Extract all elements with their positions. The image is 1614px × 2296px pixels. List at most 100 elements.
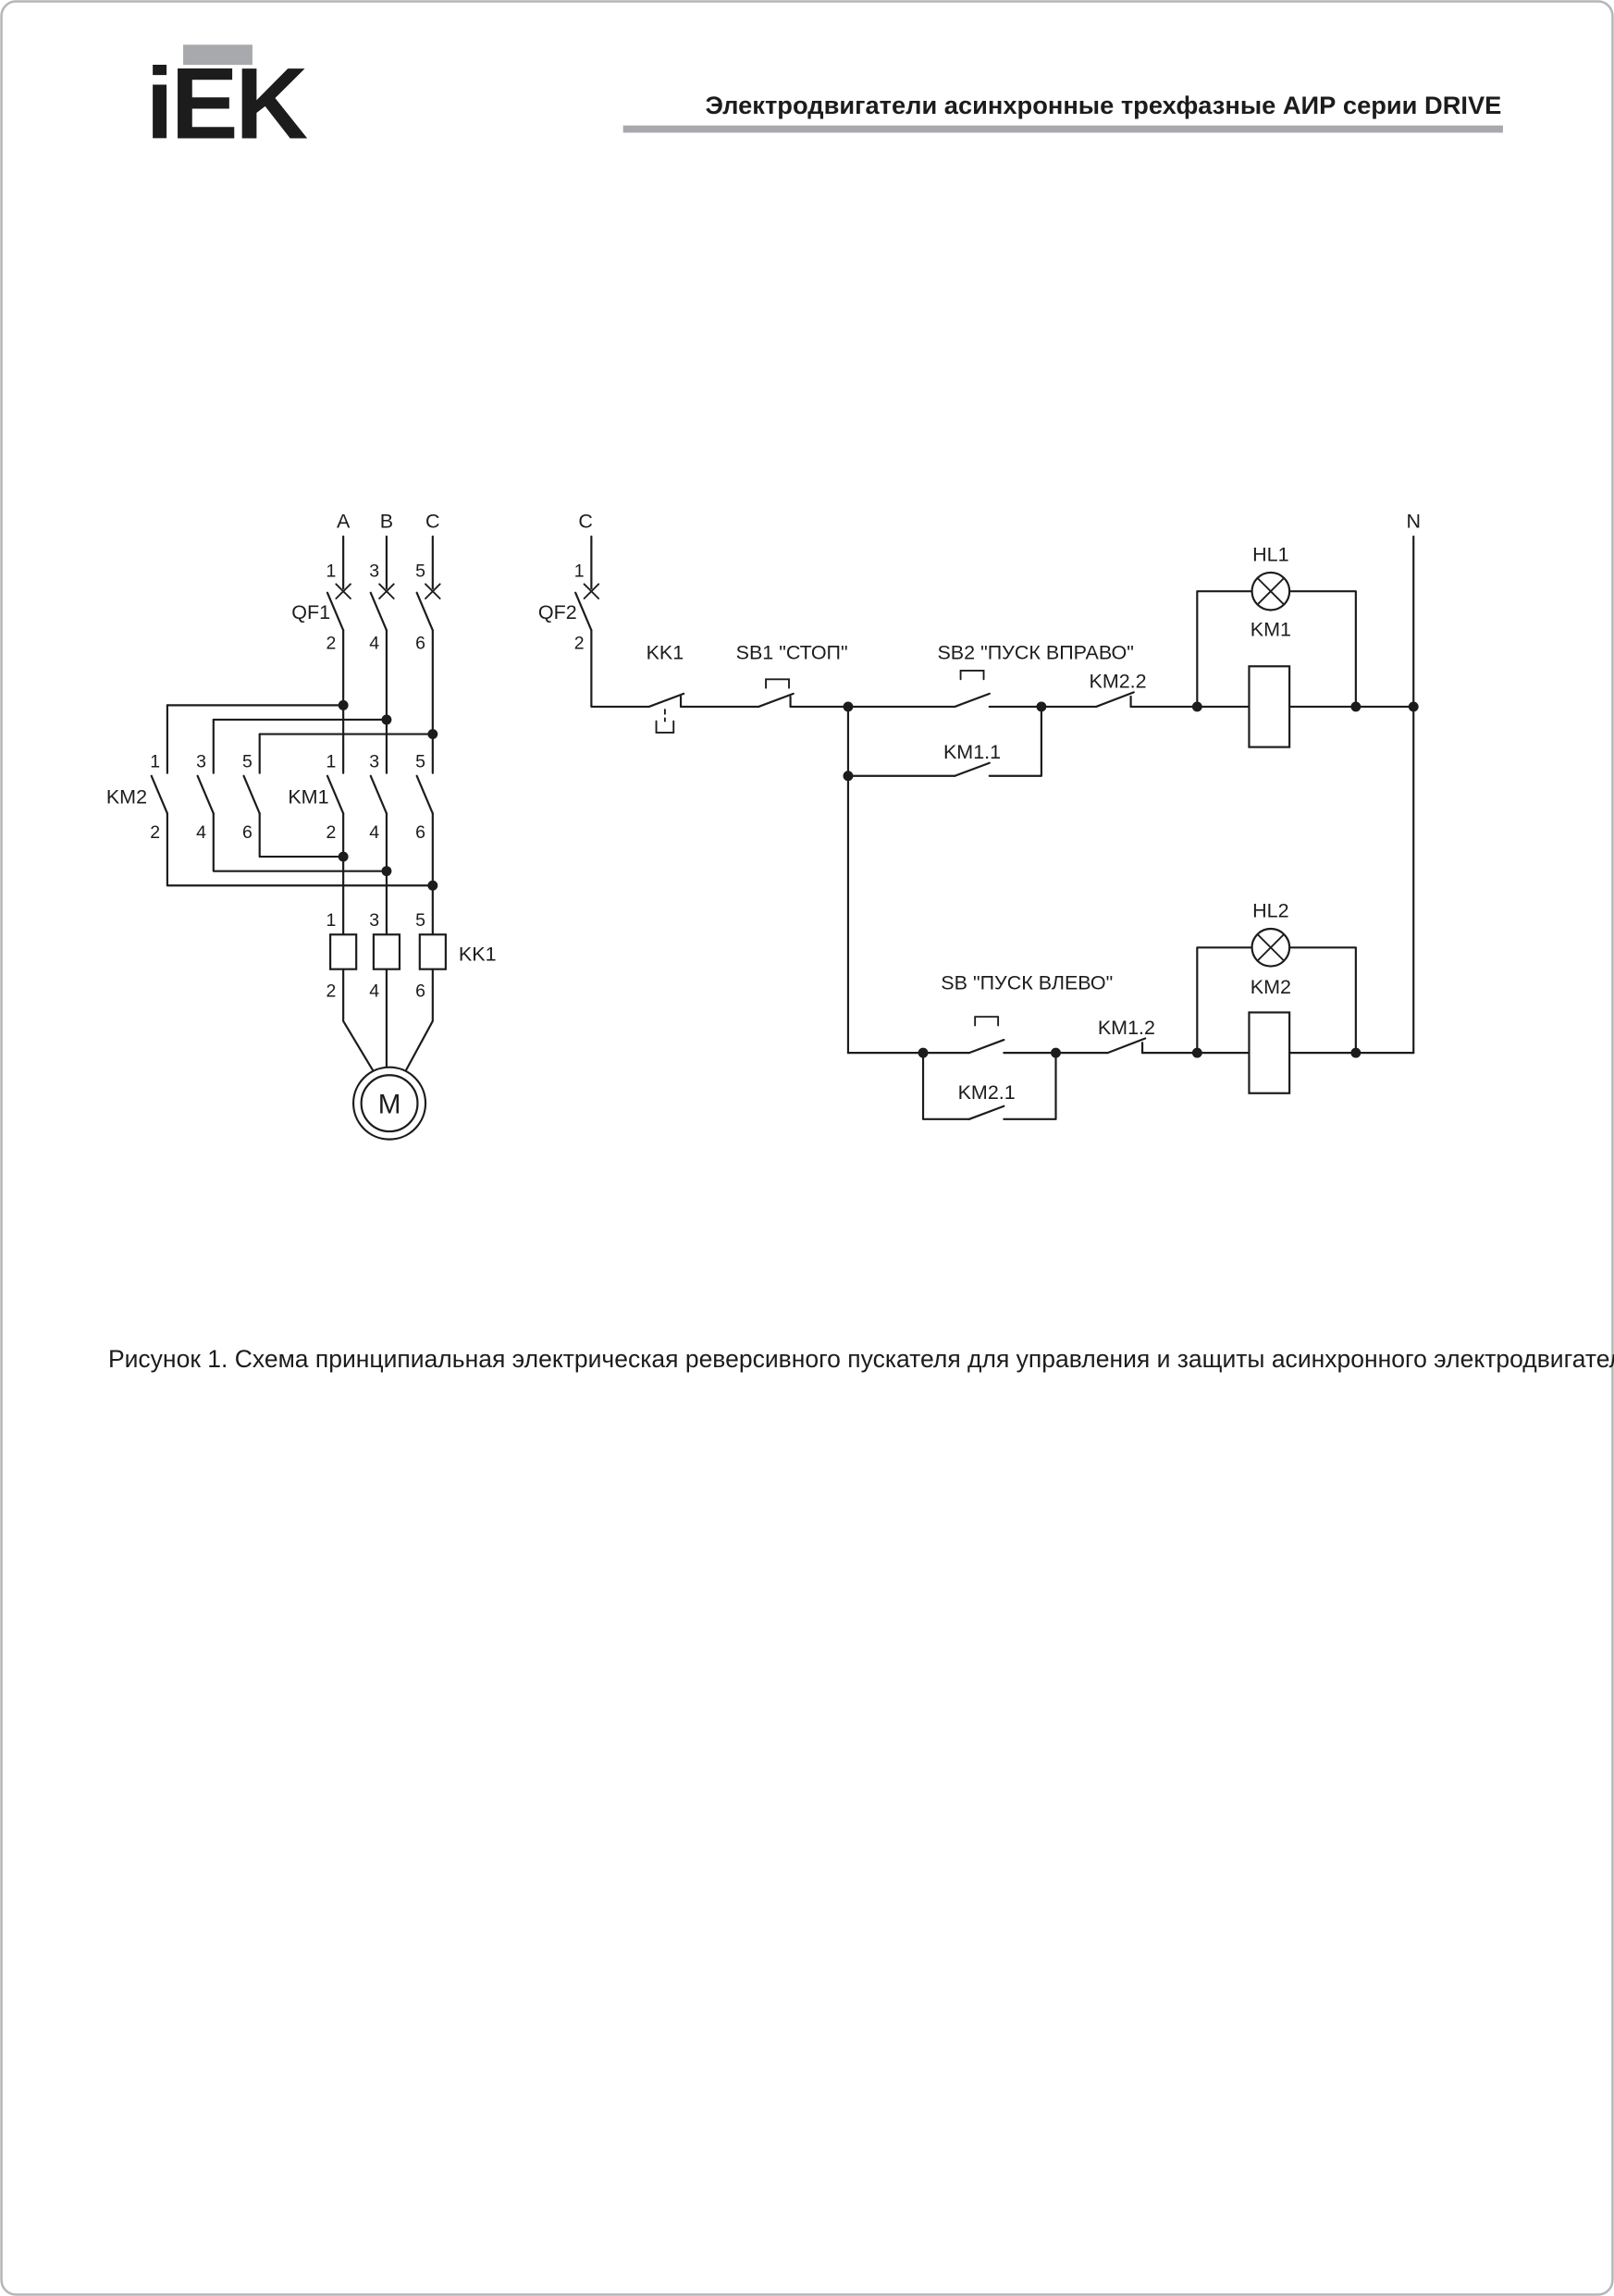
- kk1-element-1: [329, 933, 358, 970]
- km2-terminal-4: 4: [196, 822, 206, 843]
- power-circuit: A B C QF1 1 3 5 2 4 6 KM2 1 3 5: [106, 511, 497, 1141]
- km2-1-no-contact: [967, 1105, 1005, 1120]
- qf1-label: QF1: [291, 601, 330, 623]
- sb2-no-contact: [954, 692, 991, 709]
- km1-terminal-2: 2: [326, 822, 337, 843]
- phase-a-label: A: [337, 511, 351, 533]
- page-title: Электродвигатели асинхронные трехфазные …: [705, 91, 1501, 119]
- sb1-label: SB1 "СТОП": [736, 641, 848, 663]
- km2-contactor-symbol: [150, 774, 261, 815]
- junction-dot: [1191, 1047, 1202, 1058]
- km2-feed-wires: [166, 704, 261, 774]
- control-phase-label: C: [578, 511, 593, 533]
- junction-dot: [381, 714, 392, 725]
- km1-label: KM1: [288, 785, 328, 808]
- qf1-terminal-5: 5: [415, 562, 425, 582]
- hl2-lamp-icon: [1251, 927, 1291, 968]
- hl1-branch-wires: [1196, 590, 1357, 709]
- sb2-label: SB2 "ПУСК ВПРАВО": [937, 641, 1133, 663]
- km2-1-branch-wires: [921, 1052, 1057, 1120]
- km1-coil-symbol: [1248, 665, 1291, 748]
- kk1-thermal-element-icon: [655, 720, 675, 734]
- reversing-crossover-wires: [166, 812, 434, 887]
- sb1-pushbutton-cap-icon: [765, 678, 790, 689]
- neutral-label: N: [1406, 511, 1421, 533]
- figure-caption: Рисунок 1. Схема принципиальная электрич…: [108, 1345, 1614, 1373]
- junction-dot: [338, 699, 349, 710]
- sb2-pushbutton-cap-icon: [959, 670, 985, 681]
- qf1-pole2-cross-icon: [378, 583, 395, 599]
- km2-tap-wires: [166, 704, 434, 735]
- sb-label: SB "ПУСК ВЛЕВО": [941, 972, 1113, 994]
- km1-1-label: KM1.1: [943, 741, 1001, 763]
- motor-lead-wires: [342, 968, 434, 1073]
- km1-terminal-5: 5: [415, 751, 425, 772]
- km1-2-nc-contact: [1106, 1037, 1147, 1055]
- junction-dot: [1408, 701, 1419, 712]
- kk1-terminal-4: 4: [369, 981, 379, 1001]
- km1-contactor-symbol: [326, 774, 434, 815]
- qf1-pole1-cross-icon: [335, 583, 351, 599]
- motor-symbol: M: [351, 1066, 427, 1141]
- km1-2-label: KM1.2: [1098, 1017, 1155, 1039]
- km1-coil-label: KM1: [1251, 619, 1291, 641]
- km1-terminal-6: 6: [415, 822, 425, 843]
- junction-dot: [1051, 1047, 1061, 1058]
- km2-terminal-6: 6: [242, 822, 253, 843]
- km2-2-nc-contact: [1095, 691, 1135, 709]
- phase-b-label: B: [380, 511, 393, 533]
- kk1-terminal-6: 6: [415, 981, 425, 1001]
- qf2-contact-blade: [574, 591, 593, 632]
- kk1-thermal-relay-symbol: [329, 933, 447, 970]
- sb-no-contact: [967, 1038, 1005, 1055]
- qf1-terminal-1: 1: [326, 562, 337, 582]
- control-circuit: C N QF2 1 2 KK1 SB1 "СТОП": [538, 511, 1421, 1120]
- sb-start-left-button-symbol: [967, 1016, 1005, 1055]
- km2-coil-symbol: [1248, 1011, 1291, 1094]
- kk1-terminal-3: 3: [369, 910, 379, 931]
- header-rule: [622, 125, 1503, 133]
- qf1-contact-blades: [326, 591, 434, 632]
- km2-1-label: KM2.1: [958, 1081, 1016, 1104]
- kk1-power-label: KK1: [459, 943, 497, 965]
- km1-terminal-1: 1: [326, 751, 337, 772]
- phase-wires-top: [342, 535, 434, 590]
- control-feed-wire: [590, 629, 650, 709]
- km1-1-branch-wires: [846, 705, 1042, 777]
- kk1-element-2: [372, 933, 401, 970]
- iek-logo: iEK: [146, 48, 308, 161]
- qf2-cross-icon: [583, 583, 600, 599]
- km2-2-label: KM2.2: [1089, 671, 1146, 693]
- qf1-terminal-4: 4: [369, 634, 379, 654]
- header: iEK Электродвигатели асинхронные трехфаз…: [146, 44, 1503, 161]
- sb1-nc-contact: [758, 692, 795, 709]
- motor-inner-circle: [360, 1074, 419, 1133]
- sb2-start-right-button-symbol: [954, 670, 991, 709]
- qf1-pole3-cross-icon: [425, 583, 441, 599]
- hl1-lamp-icon: [1251, 571, 1291, 611]
- hl2-lamp-cross: [1256, 933, 1286, 962]
- junction-dot: [843, 771, 854, 782]
- qf1-terminal-2: 2: [326, 634, 337, 654]
- qf2-terminal-2: 2: [574, 634, 585, 654]
- km2-terminal-5: 5: [242, 751, 253, 772]
- km1-contact-blades: [326, 774, 434, 815]
- hl2-branch-wires: [1196, 946, 1357, 1055]
- km2-contact-blades: [150, 774, 261, 815]
- hl1-lamp-cross: [1256, 576, 1286, 606]
- qf1-terminal-3: 3: [369, 562, 379, 582]
- kk1-terminal-1: 1: [326, 910, 337, 931]
- kk1-element-3: [418, 933, 447, 970]
- km1-terminal-3: 3: [369, 751, 379, 772]
- qf2-terminal-1: 1: [574, 562, 585, 582]
- sb1-stop-button-symbol: [758, 678, 795, 709]
- phase-c-label: C: [425, 511, 440, 533]
- motor-letter: M: [378, 1090, 401, 1120]
- km2-terminal-2: 2: [150, 822, 160, 843]
- qf2-breaker-symbol: [574, 583, 600, 632]
- junction-dot: [1036, 701, 1047, 712]
- kk1-control-contact-symbol: [647, 692, 685, 734]
